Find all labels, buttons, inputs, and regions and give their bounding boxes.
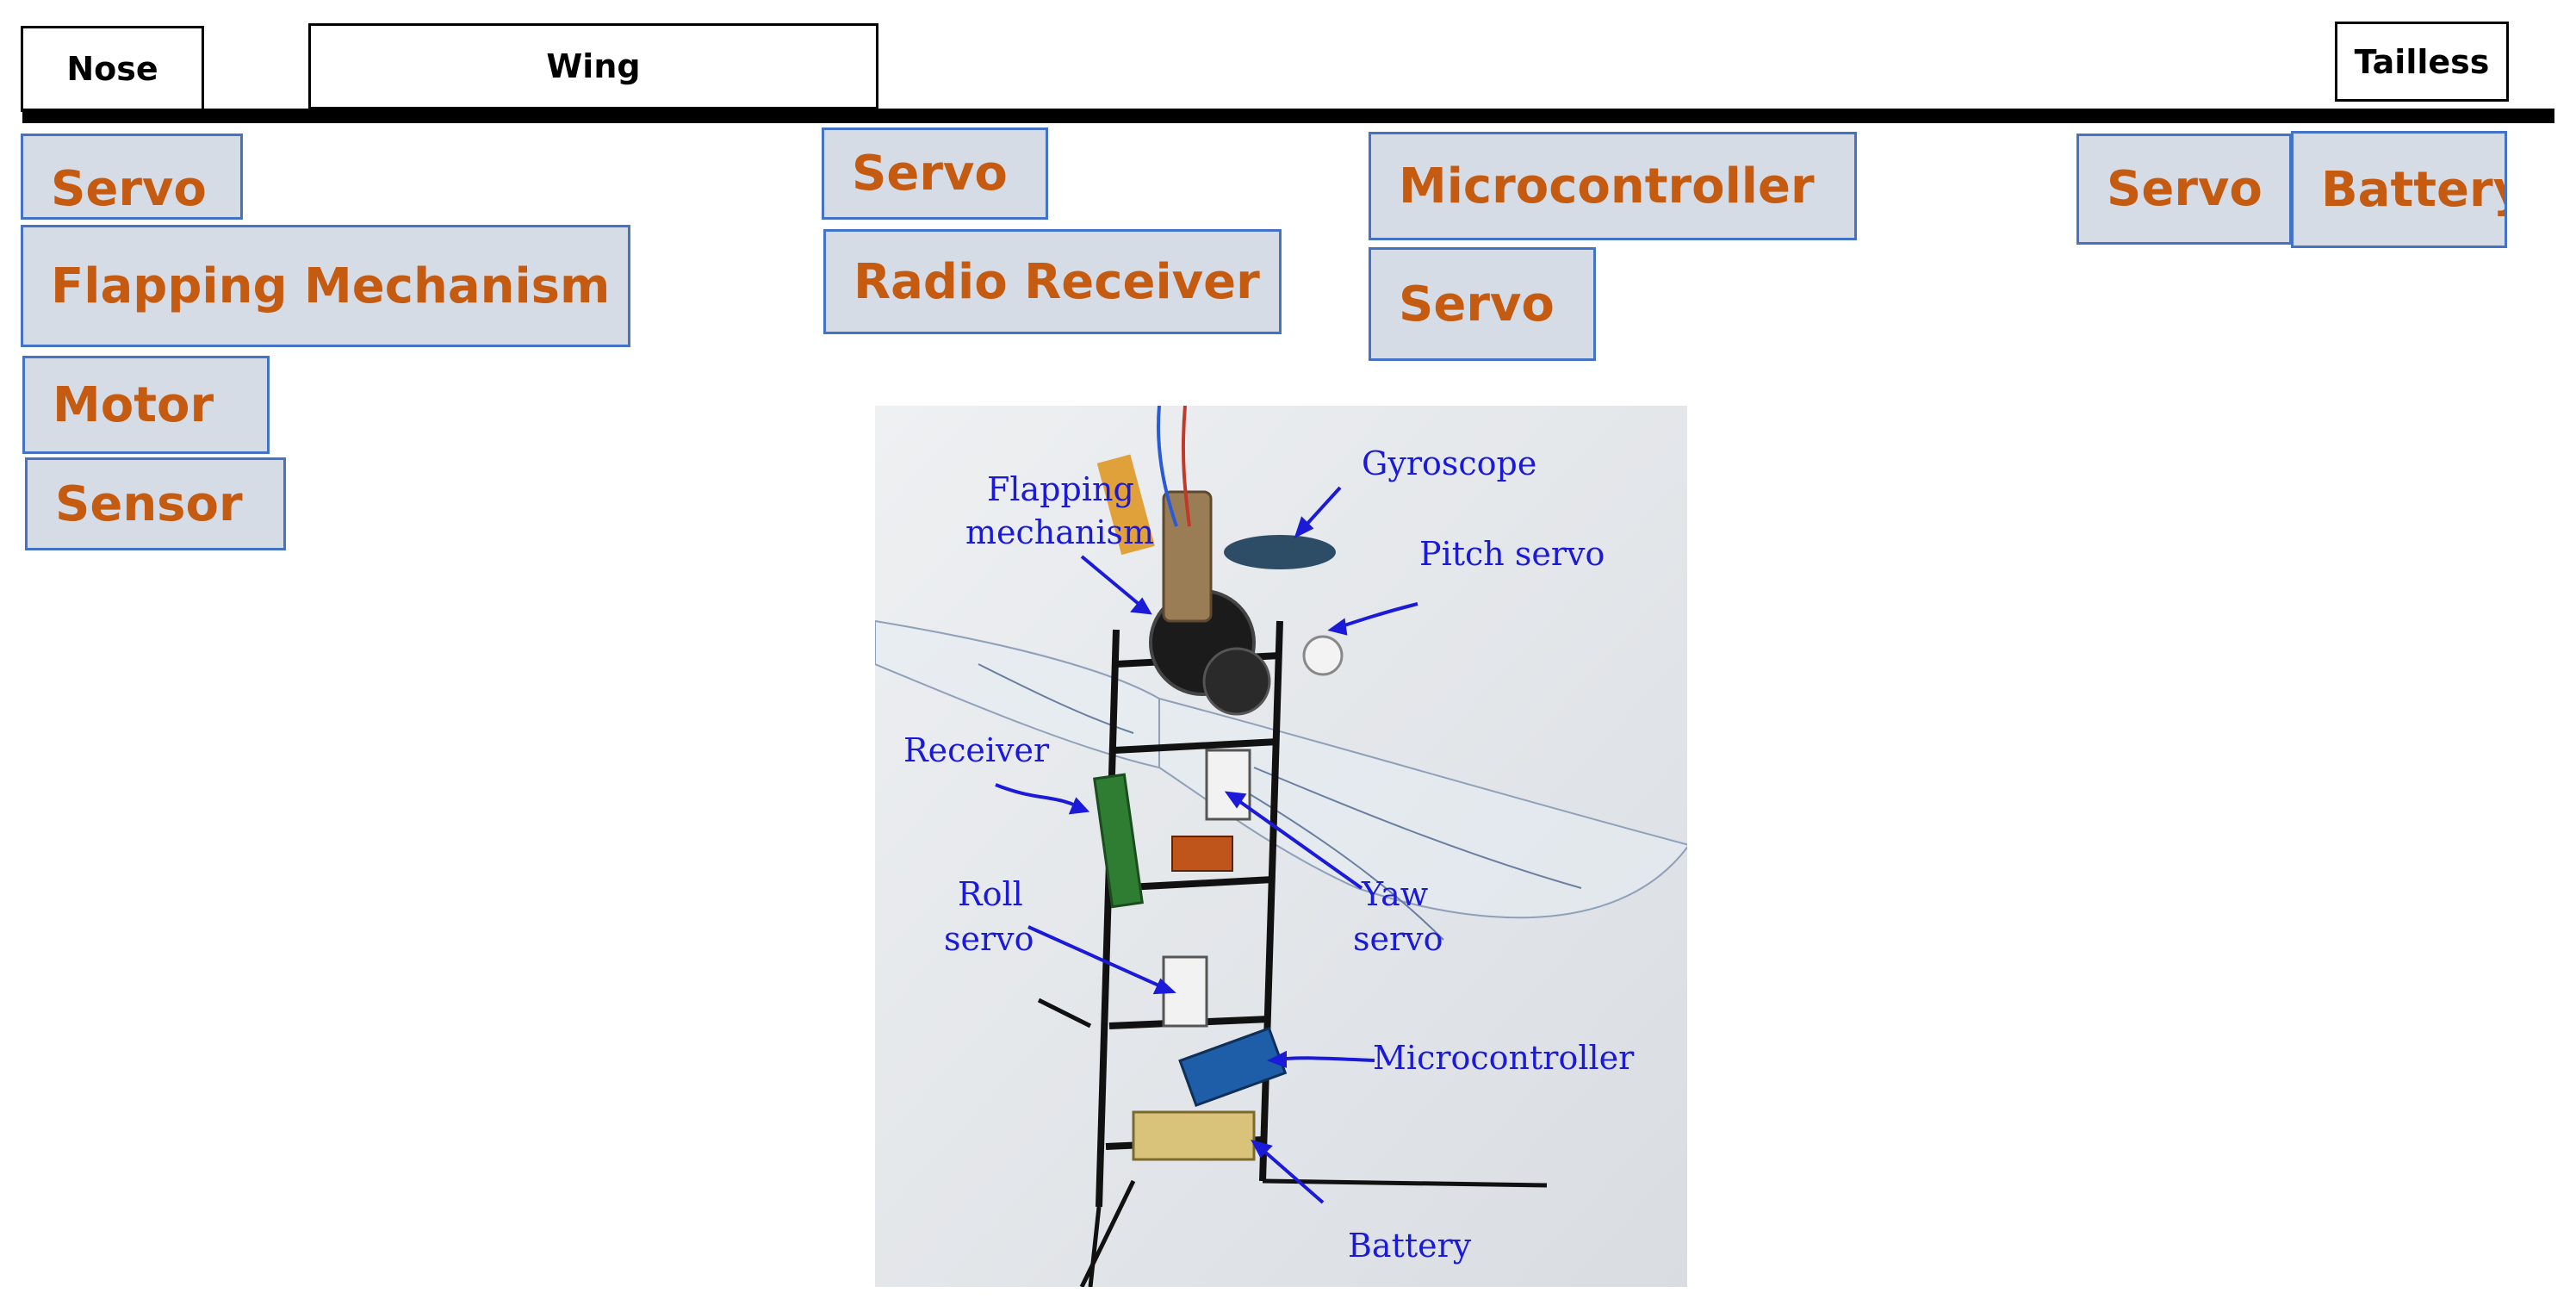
sensor-box: Sensor	[25, 457, 286, 550]
yaw-servo-part	[1205, 749, 1251, 821]
label-mechanism: mechanism	[965, 513, 1154, 551]
battery-box: Battery	[2291, 131, 2507, 248]
middle-servo-box: Servo	[1369, 247, 1596, 361]
motor-box: Motor	[22, 356, 270, 454]
flapping-mechanism-box: Flapping Mechanism	[21, 225, 630, 347]
tail-servo-box: Servo	[2076, 134, 2292, 245]
nose-header: Nose	[21, 26, 204, 112]
label-receiver: Receiver	[903, 731, 1050, 769]
label-gyroscope: Gyroscope	[1362, 444, 1536, 482]
microcontroller-box: Microcontroller	[1369, 132, 1857, 240]
label-pitch-servo: Pitch servo	[1419, 535, 1605, 573]
tailless-header: Tailless	[2335, 22, 2509, 102]
nose-servo-box: Servo	[21, 134, 243, 220]
label-roll-servo: servo	[944, 920, 1034, 958]
gyroscope-board	[1224, 535, 1336, 569]
label-yaw: Yaw	[1361, 875, 1429, 913]
label-microcontroller: Microcontroller	[1373, 1039, 1635, 1077]
label-flapping: Flapping	[987, 470, 1134, 508]
label-battery: Battery	[1348, 1227, 1472, 1265]
radio-receiver-box: Radio Receiver	[823, 229, 1282, 334]
wing-servo-box: Servo	[822, 127, 1048, 220]
wings-graphic	[875, 619, 1687, 941]
microcontroller-board	[1178, 1026, 1288, 1108]
body-axis-line	[22, 109, 2554, 123]
robot-photo: Flapping mechanism Gyroscope Pitch servo…	[875, 406, 1687, 1287]
label-roll: Roll	[958, 875, 1023, 913]
robot-legs	[1037, 998, 1548, 1287]
battery-pack	[1132, 1110, 1256, 1161]
label-yaw-servo: servo	[1353, 920, 1443, 958]
receiver-board	[1093, 773, 1144, 909]
annotation-arrows	[995, 486, 1418, 1204]
pitch-servo-part	[1302, 635, 1344, 676]
wing-header: Wing	[308, 23, 878, 109]
